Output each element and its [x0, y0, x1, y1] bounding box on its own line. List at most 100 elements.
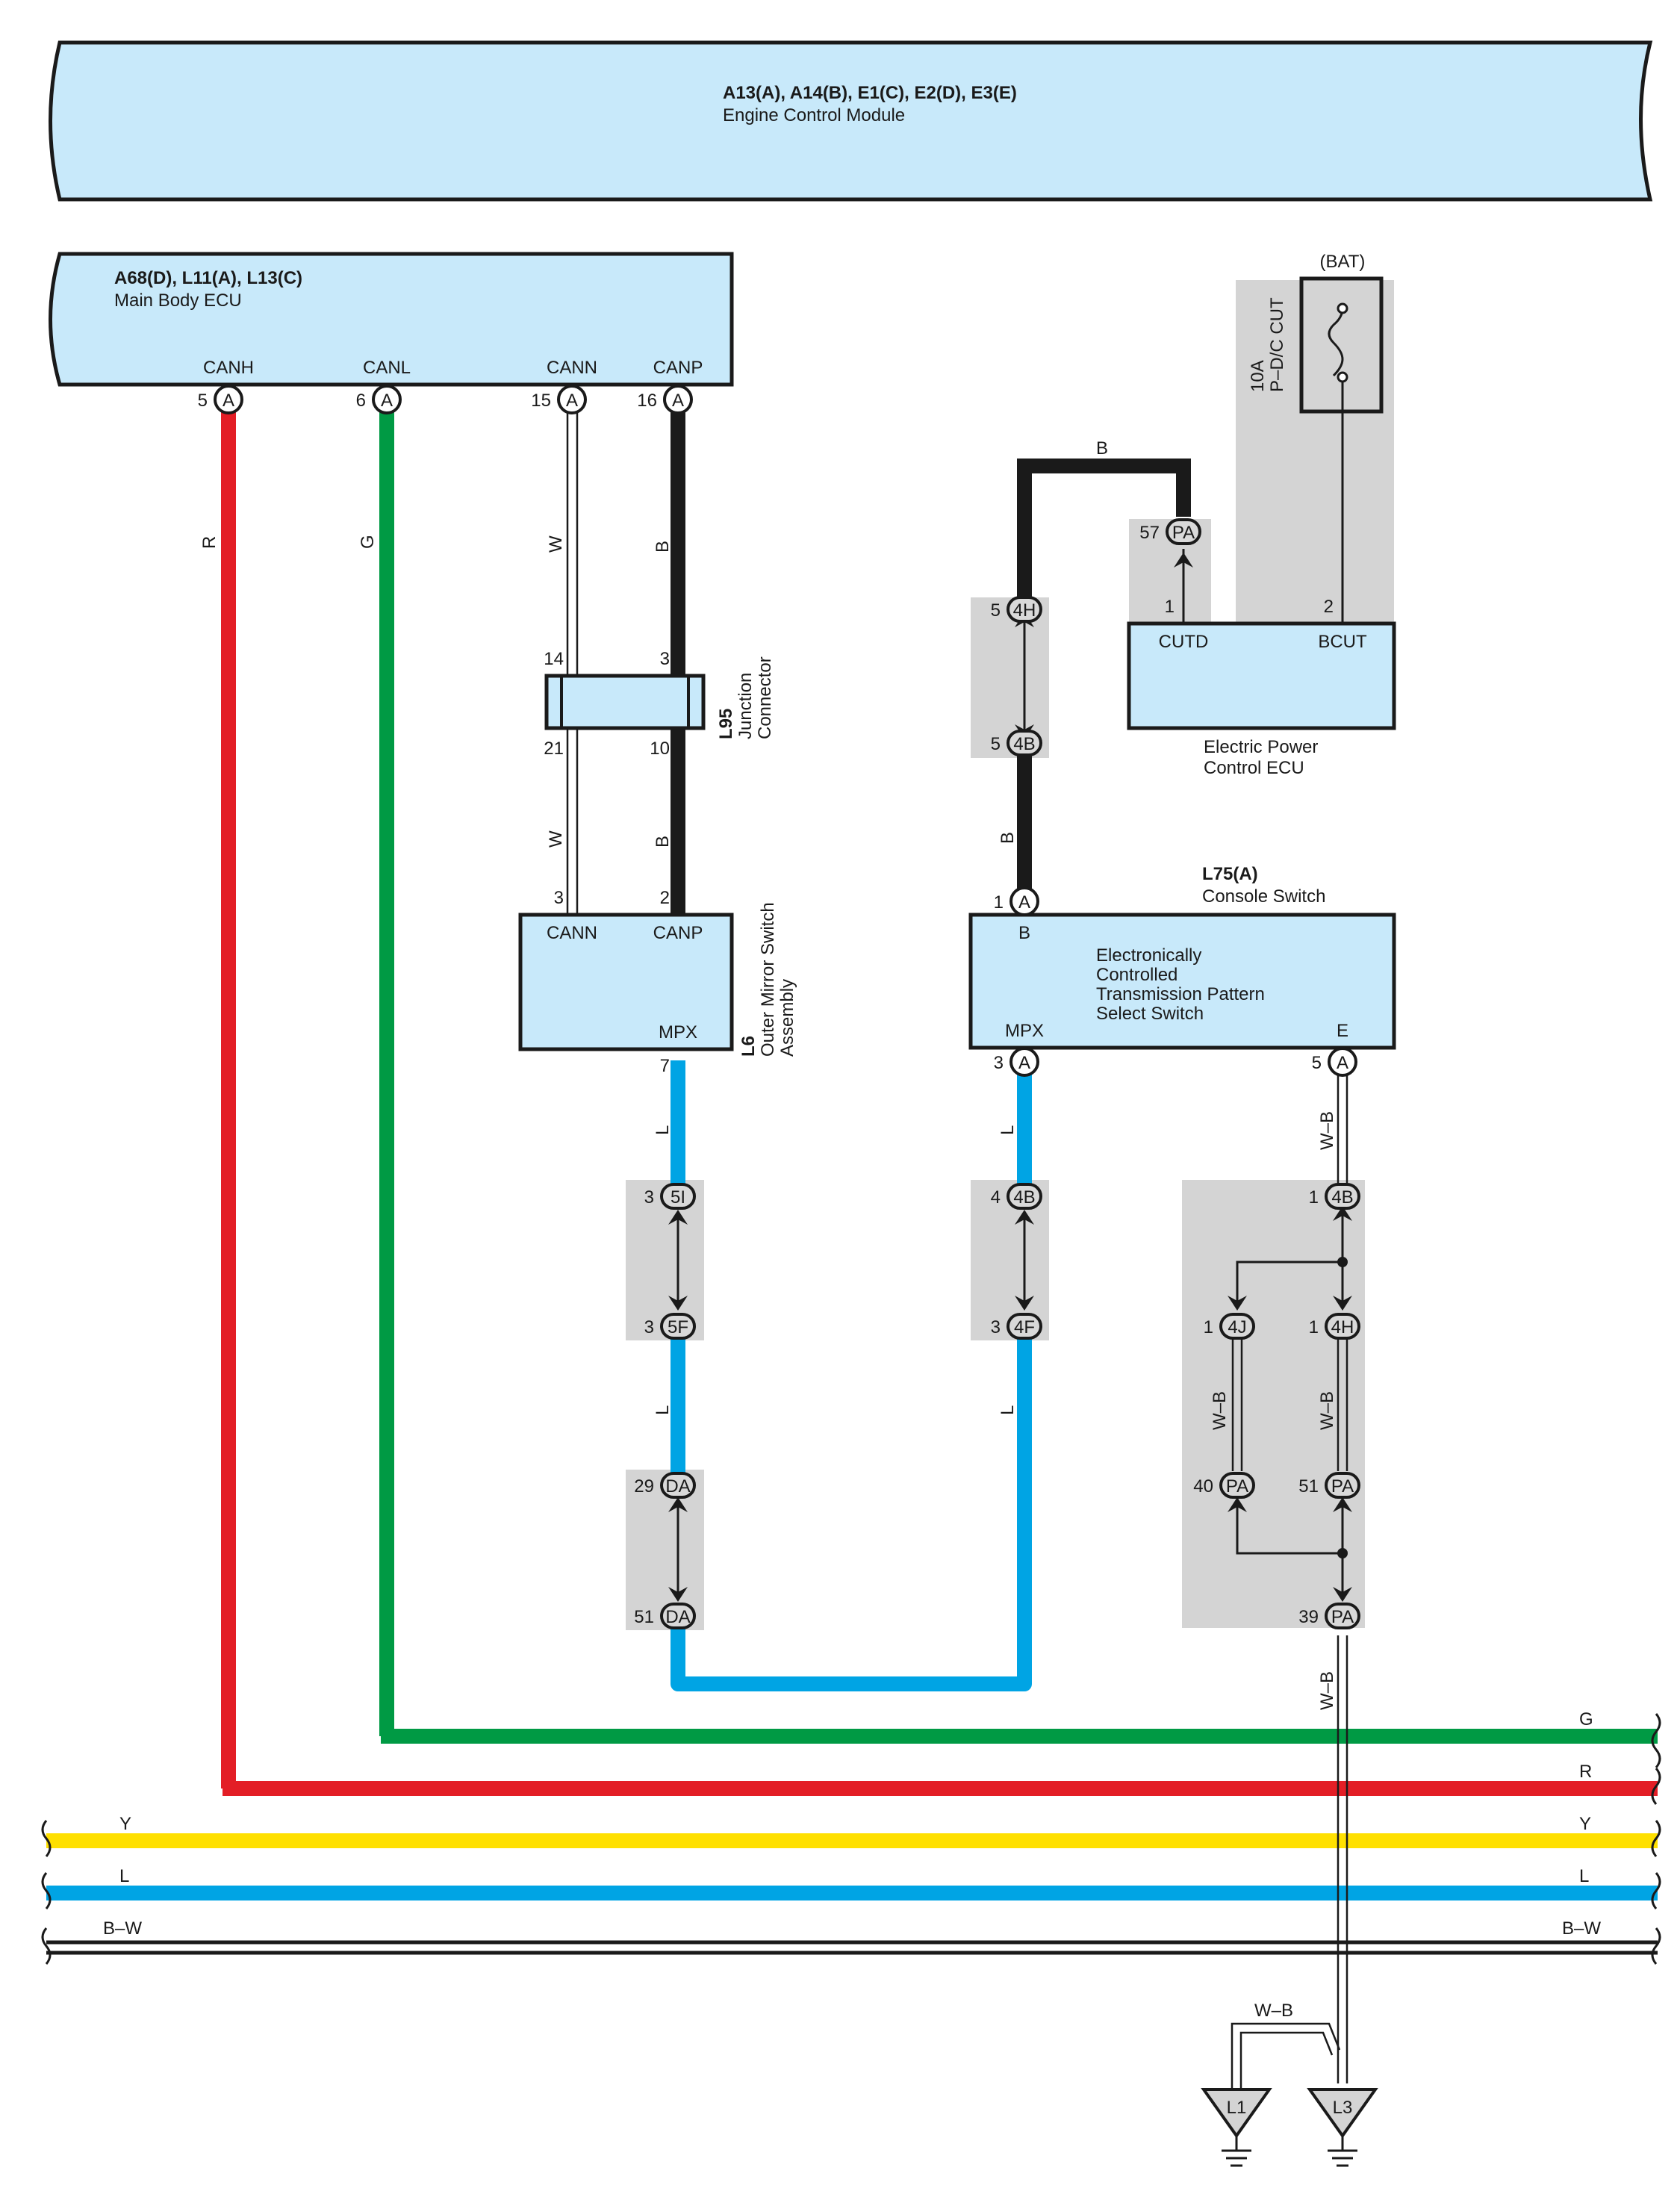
connector-4j: 4J 1	[1204, 1313, 1255, 1340]
junction-code: L95	[716, 709, 736, 739]
junction-pin-21: 21	[544, 739, 564, 759]
connector-da29: DA 29	[634, 1472, 696, 1499]
mirror-label-canp: CANP	[653, 923, 703, 943]
console-line-1: Electronically	[1096, 945, 1201, 966]
pin-cann-letter: A	[566, 391, 578, 411]
wire-label-r: R	[199, 536, 220, 549]
bus-label-l-left: L	[119, 1866, 129, 1886]
pin-label-canp: CANP	[653, 358, 703, 378]
connector-links	[676, 549, 1348, 1598]
svg-text:4B: 4B	[1013, 734, 1035, 754]
wire-label-l-3: L	[998, 1125, 1018, 1135]
svg-text:3: 3	[991, 1317, 1001, 1337]
wire-label-wb-4: W–B	[1317, 1671, 1337, 1710]
wire-label-wb-1: W–B	[1317, 1111, 1337, 1150]
svg-text:5: 5	[991, 600, 1001, 621]
mirror-pin-2: 2	[660, 888, 670, 908]
connector-4h-top: 4H 5	[991, 596, 1042, 623]
svg-text:4J: 4J	[1228, 1317, 1246, 1337]
mirror-pin-3: 3	[554, 888, 564, 908]
arrowheads	[668, 553, 1352, 1602]
bus-label-bw-right: B–W	[1562, 1918, 1601, 1939]
junction-pin-14: 14	[544, 649, 564, 669]
junction-name-1: Junction	[735, 673, 756, 739]
svg-text:39: 39	[1298, 1607, 1319, 1627]
svg-text:3: 3	[644, 1187, 654, 1208]
wire-label-wb-2: W–B	[1210, 1391, 1230, 1430]
wire-labels: R G W B W B B B L L L L W–B W–B W–B W–B …	[199, 438, 1337, 2021]
pin-label-cann: CANN	[547, 358, 597, 378]
wire-label-b-top: B	[653, 541, 673, 553]
junction-pin-3: 3	[660, 649, 670, 669]
wires	[221, 377, 1348, 2091]
wire-label-wb-3: W–B	[1317, 1391, 1337, 1430]
svg-text:4H: 4H	[1331, 1317, 1354, 1337]
svg-text:4B: 4B	[1013, 1187, 1035, 1208]
mirror-label-mpx: MPX	[659, 1022, 697, 1042]
console-line-2: Controlled	[1096, 965, 1177, 985]
console-switch: L75(A) Console Switch B Electronically C…	[968, 864, 1396, 1077]
wire-label-b-bottom: B	[653, 836, 673, 848]
console-label-e: E	[1337, 1021, 1348, 1041]
svg-text:PA: PA	[1226, 1476, 1248, 1497]
wire-label-w-bottom: W	[546, 830, 566, 848]
mirror-name-2: Assembly	[777, 979, 797, 1057]
console-label-b: B	[1018, 923, 1030, 943]
connector-4f: 4F 3	[991, 1313, 1042, 1340]
svg-text:PA: PA	[1172, 523, 1195, 543]
console-line-4: Select Switch	[1096, 1004, 1204, 1024]
svg-text:51: 51	[1298, 1476, 1319, 1497]
console-name: Console Switch	[1202, 886, 1325, 907]
bat-label: (BAT)	[1320, 252, 1366, 272]
mirror-code: L6	[738, 1036, 759, 1057]
console-pin-e-num: 5	[1312, 1053, 1322, 1073]
main-body-name: Main Body ECU	[114, 290, 242, 311]
connector-4b-mid: 4B 4	[991, 1183, 1042, 1210]
connector-5f: 5F 3	[644, 1313, 696, 1340]
console-pin-mpx-num: 3	[994, 1053, 1004, 1073]
wire-label-l-2: L	[653, 1405, 673, 1415]
svg-text:4H: 4H	[1013, 600, 1036, 621]
ground-l3-label: L3	[1333, 2098, 1353, 2118]
engine-control-module: A13(A), A14(B), E1(C), E2(D), E3(E) Engi…	[49, 40, 1653, 202]
fuse-amp: 10A	[1248, 360, 1268, 392]
ecm-codes: A13(A), A14(B), E1(C), E2(D), E3(E)	[723, 83, 1017, 103]
bus-label-y-left: Y	[119, 1814, 131, 1834]
console-label-mpx: MPX	[1005, 1021, 1044, 1041]
outer-mirror-switch: 3 2 CANN CANP MPX 7 L6 Outer Mirror Swit…	[518, 888, 797, 1076]
svg-text:4F: 4F	[1014, 1317, 1035, 1337]
pin-label-canl: CANL	[363, 358, 411, 378]
pin-canl-letter: A	[381, 391, 393, 411]
svg-text:57: 57	[1139, 523, 1160, 543]
connector-4h-right: 4H 1	[1309, 1313, 1360, 1340]
junction-pin-10: 10	[650, 739, 670, 759]
svg-text:DA: DA	[665, 1607, 690, 1627]
svg-text:3: 3	[644, 1317, 654, 1337]
connector-pa40: PA 40	[1193, 1472, 1255, 1499]
pin-canh-num: 5	[198, 391, 208, 411]
console-pin-b-num: 1	[994, 892, 1004, 913]
svg-text:PA: PA	[1331, 1476, 1354, 1497]
svg-text:1: 1	[1309, 1187, 1319, 1208]
wire-label-g: G	[358, 535, 378, 549]
bus-label-g: G	[1579, 1709, 1593, 1729]
svg-text:51: 51	[634, 1607, 654, 1627]
main-body-codes: A68(D), L11(A), L13(C)	[114, 268, 302, 288]
bus-label-bw-left: B–W	[103, 1918, 142, 1939]
svg-text:5: 5	[991, 734, 1001, 754]
main-body-pins: A 5 A 6 A 15 A 16	[198, 385, 693, 414]
ground-l1-label: L1	[1227, 2098, 1247, 2118]
epc-label-cutd: CUTD	[1159, 632, 1209, 652]
ground-l3-icon: L3	[1307, 2088, 1378, 2167]
console-pin-e-letter: A	[1337, 1053, 1348, 1073]
epc-name-2: Control ECU	[1204, 758, 1304, 778]
fuse-name: P–D/C CUT	[1267, 297, 1287, 392]
connector-4b-top: 4B 5	[991, 730, 1042, 756]
mirror-label-cann: CANN	[547, 923, 597, 943]
wire-label-w-top: W	[546, 535, 566, 553]
epc-pin-2: 2	[1324, 597, 1334, 617]
svg-text:5I: 5I	[671, 1187, 685, 1208]
junction-name-2: Connector	[755, 656, 775, 739]
bus-label-y-right: Y	[1579, 1814, 1591, 1834]
connector-pa57: PA 57	[1139, 518, 1201, 545]
